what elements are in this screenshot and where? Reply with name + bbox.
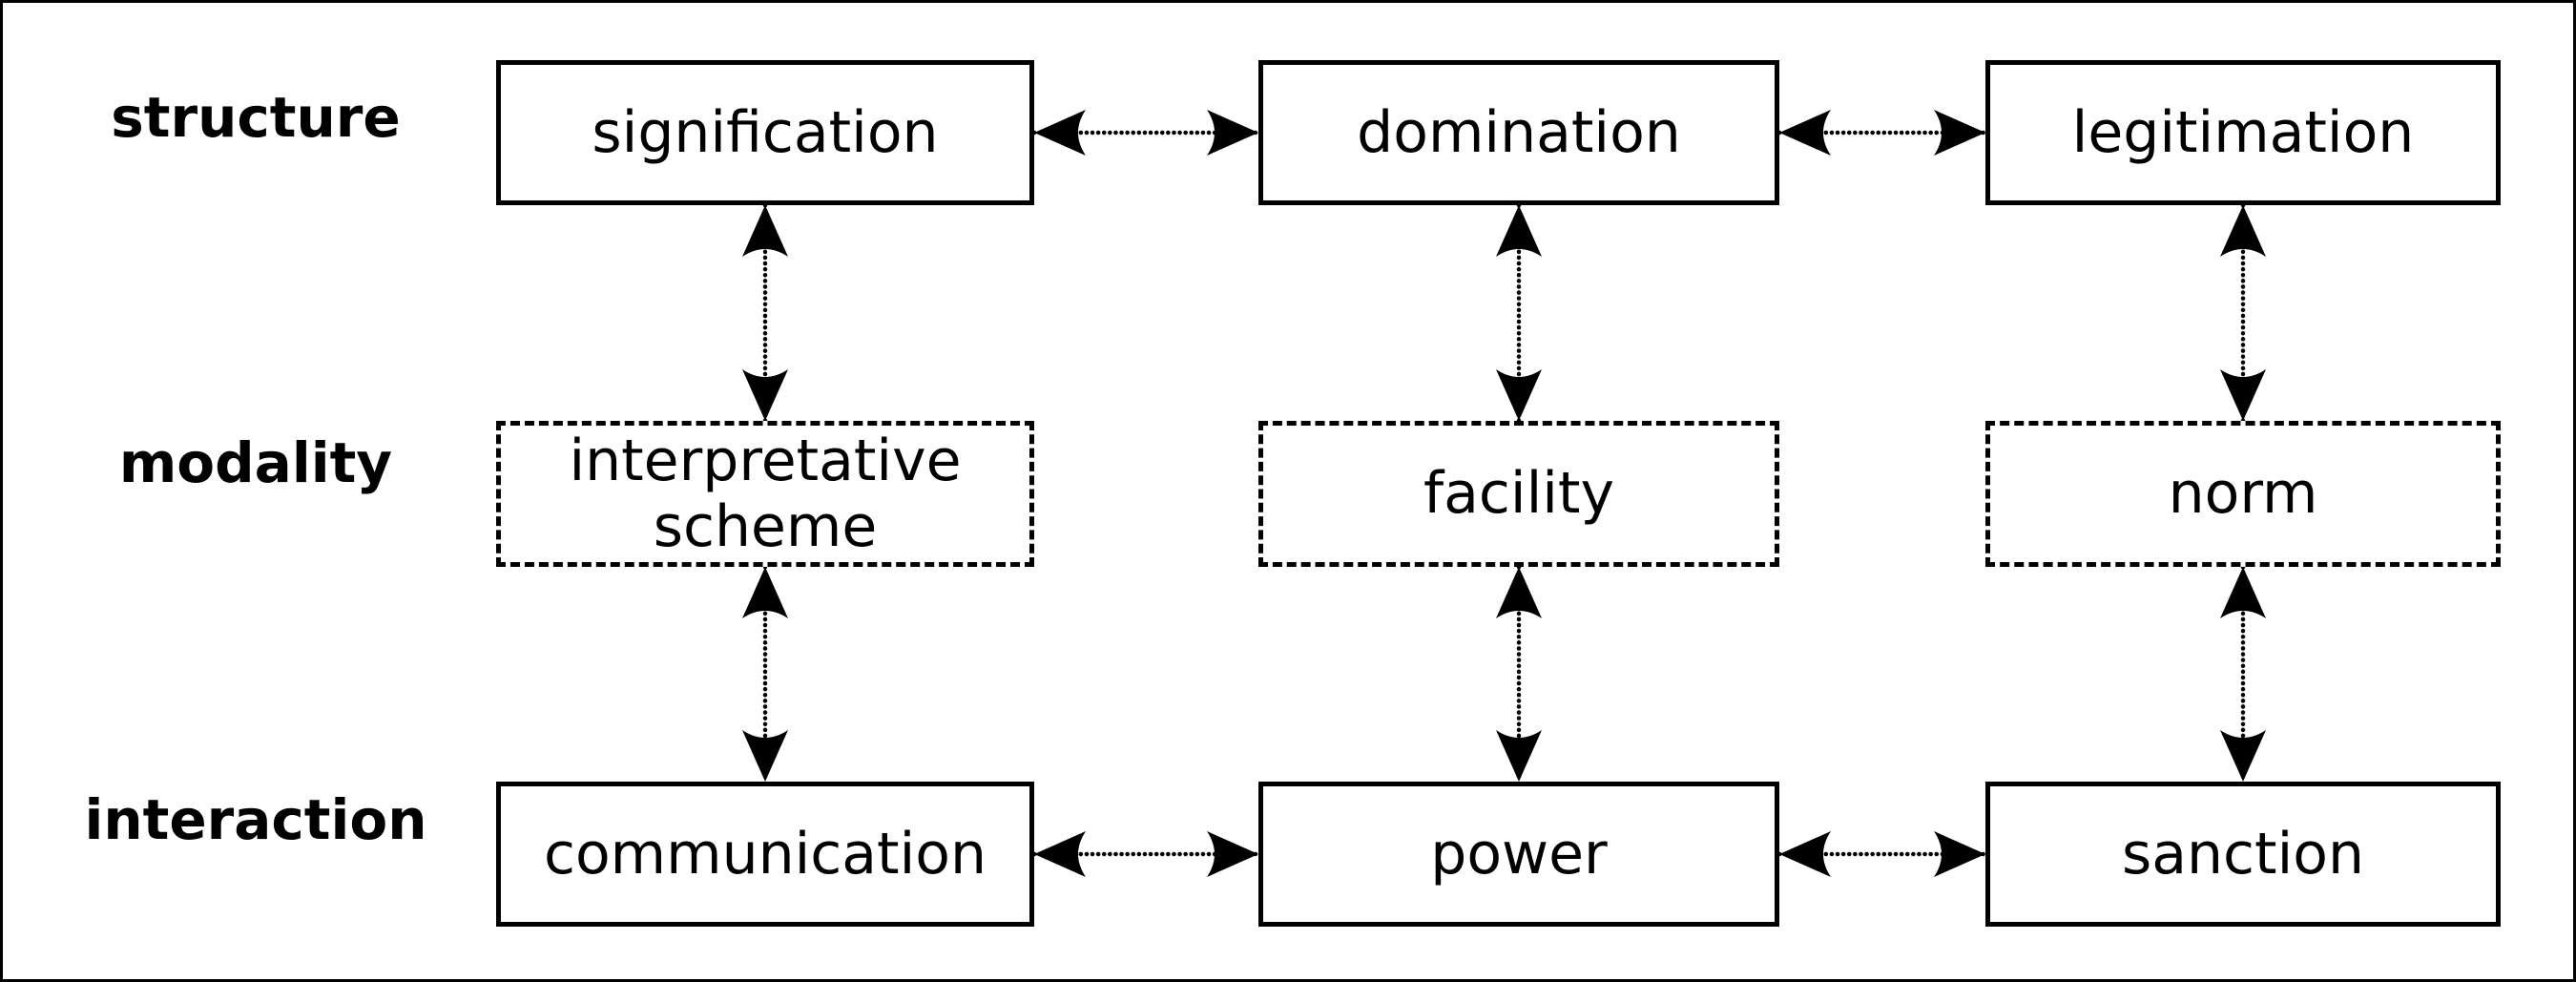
- box-facility: facility: [1258, 421, 1779, 567]
- row-label-interaction: interaction: [84, 787, 427, 852]
- box-signification: signification: [496, 60, 1034, 205]
- box-sanction: sanction: [1985, 782, 2501, 927]
- box-communication: communication: [496, 782, 1034, 927]
- box-norm: norm: [1985, 421, 2501, 567]
- box-domination: domination: [1258, 60, 1779, 205]
- box-legitimation: legitimation: [1985, 60, 2501, 205]
- box-interpretative-scheme: interpretative scheme: [496, 421, 1034, 567]
- arrow-layer: [742, 110, 2266, 877]
- row-label-modality: modality: [118, 430, 393, 495]
- row-label-structure: structure: [111, 85, 401, 150]
- box-power: power: [1258, 782, 1779, 927]
